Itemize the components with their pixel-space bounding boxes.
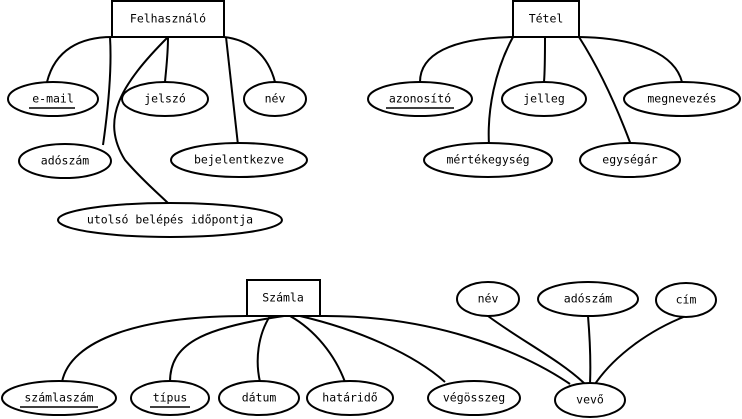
edge-szamla-hatarido <box>289 315 346 383</box>
edge-felhasznalo-jelszo <box>164 36 169 83</box>
attr-jelszo: jelszó <box>121 81 209 117</box>
attr-utolso-belepes: utolsó belépés időpontja <box>57 202 283 238</box>
attr-vevo-nev-label: név <box>478 292 499 306</box>
edge-felhasznalo-adoszam <box>102 36 112 146</box>
attr-felh-nev-label: név <box>265 92 286 106</box>
entity-felhasznalo: Felhasználó <box>111 0 225 38</box>
attr-vevo: vevő <box>554 382 626 418</box>
edge-felhasznalo-email <box>46 36 113 83</box>
edge-vevo-adoszam <box>587 315 592 385</box>
attr-datum: dátum <box>218 380 300 416</box>
attr-felh-adoszam: adószám <box>18 143 112 179</box>
entity-szamla: Számla <box>246 279 321 317</box>
edge-vevo-cim <box>594 315 687 385</box>
entity-szamla-label: Számla <box>262 291 304 305</box>
edge-tetel-jelleg <box>543 36 546 83</box>
edge-felhasznalo-utolso <box>113 36 171 206</box>
attr-egysegar: egységár <box>579 142 681 178</box>
connectors <box>46 36 687 385</box>
attr-vevo-cim-label: cím <box>676 293 697 307</box>
attr-jelleg-label: jelleg <box>523 92 565 106</box>
edge-szamla-szamlaszam <box>61 315 247 383</box>
entity-felhasznalo-label: Felhasználó <box>130 12 206 26</box>
edge-szamla-tipus <box>169 315 285 383</box>
edge-tetel-azonosito <box>419 36 514 83</box>
attr-egysegar-label: egységár <box>602 153 657 167</box>
attr-vevo-adoszam-label: adószám <box>564 292 613 306</box>
attr-megnevezes-label: megnevezés <box>647 92 716 106</box>
attr-utolso-belepes-label: utolsó belépés időpontja <box>87 213 253 227</box>
attr-datum-label: dátum <box>242 391 277 405</box>
attr-tipus: típus <box>130 380 210 416</box>
attr-hatarido-label: határidő <box>322 391 377 405</box>
attr-felh-adoszam-label: adószám <box>41 154 90 168</box>
attr-vevo-adoszam: adószám <box>537 281 639 317</box>
entity-tetel: Tétel <box>512 0 580 38</box>
attr-email-label: e-mail <box>32 92 74 106</box>
attr-azonosito-label: azonosító <box>389 92 451 106</box>
edge-tetel-egysegar <box>578 36 632 146</box>
edge-szamla-vegosszeg <box>299 315 446 383</box>
attr-szamlaszam: számlaszám <box>1 380 117 416</box>
attr-tipus-label: típus <box>153 391 188 405</box>
attr-bejelentkezve: bejelentkezve <box>170 142 308 178</box>
attr-mertekegyseg-label: mértékegység <box>446 153 529 167</box>
attr-vegosszeg-label: végösszeg <box>443 391 505 405</box>
edge-szamla-datum <box>256 315 271 383</box>
attr-bejelentkezve-label: bejelentkezve <box>194 153 284 167</box>
edge-vevo-nev <box>487 315 586 385</box>
entity-tetel-label: Tétel <box>529 12 564 26</box>
edge-szamla-vevo <box>320 314 571 385</box>
edge-tetel-megnevezes <box>578 36 683 83</box>
attr-jelleg: jelleg <box>501 81 587 117</box>
attr-hatarido: határidő <box>306 380 394 416</box>
attr-vegosszeg: végösszeg <box>427 380 521 416</box>
attr-felh-nev: név <box>243 81 307 117</box>
edge-felhasznalo-bejelentkezve <box>225 36 239 146</box>
edge-tetel-mertekegyseg <box>487 36 514 146</box>
attr-jelszo-label: jelszó <box>144 92 186 106</box>
edge-felhasznalo-nev <box>223 36 276 83</box>
attr-megnevezes: megnevezés <box>623 81 741 117</box>
attr-email: e-mail <box>7 81 99 117</box>
attr-szamlaszam-label: számlaszám <box>24 391 93 405</box>
attr-vevo-nev: név <box>456 281 520 317</box>
attr-vevo-label: vevő <box>576 393 604 407</box>
attr-azonosito: azonosító <box>367 81 473 117</box>
attr-mertekegyseg: mértékegység <box>423 142 553 178</box>
attr-vevo-cim: cím <box>655 282 717 318</box>
